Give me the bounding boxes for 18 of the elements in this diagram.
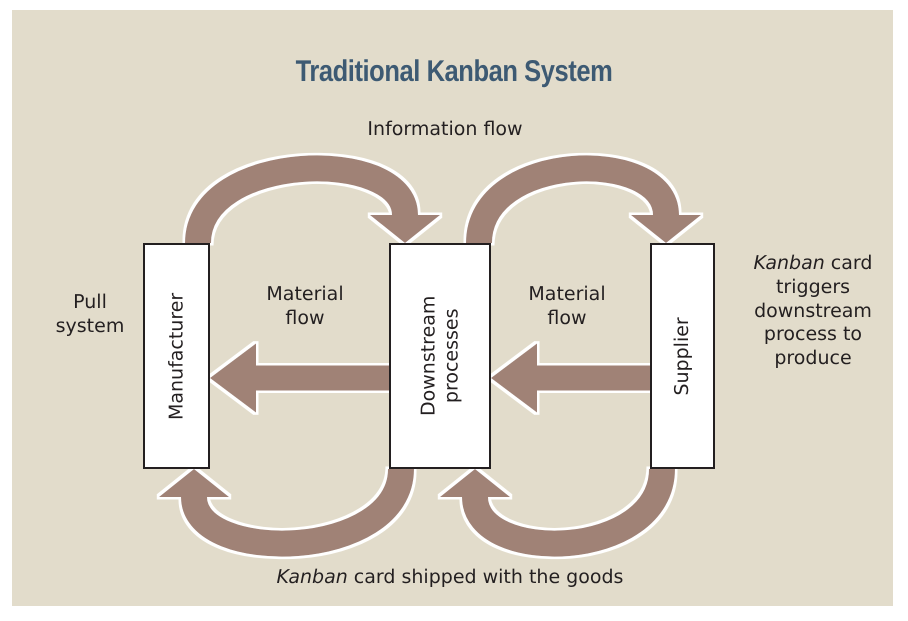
box-label: Supplier xyxy=(671,316,694,396)
annotation-text: Pull system xyxy=(55,291,125,338)
curved-arrow xyxy=(160,466,414,556)
process-box xyxy=(389,243,491,469)
box-label: Manufacturer xyxy=(165,292,188,420)
diagram-title: Traditional Kanban System xyxy=(294,55,614,89)
annotation-text: Material flow xyxy=(265,283,345,330)
box-label: Downstream processes xyxy=(417,296,463,416)
curved-arrow xyxy=(466,156,700,246)
process-box xyxy=(650,243,715,469)
block-arrow xyxy=(210,344,389,412)
curved-arrow xyxy=(185,156,439,246)
annotation-text: Material flow xyxy=(527,283,607,330)
annotation-text: Kanban card shipped with the goods xyxy=(276,566,624,590)
process-box xyxy=(143,243,210,469)
annotation-text: Kanban card triggers downstream process to produce xyxy=(752,252,874,371)
annotation-text: Information flow xyxy=(366,118,524,142)
curved-arrow xyxy=(440,466,675,556)
